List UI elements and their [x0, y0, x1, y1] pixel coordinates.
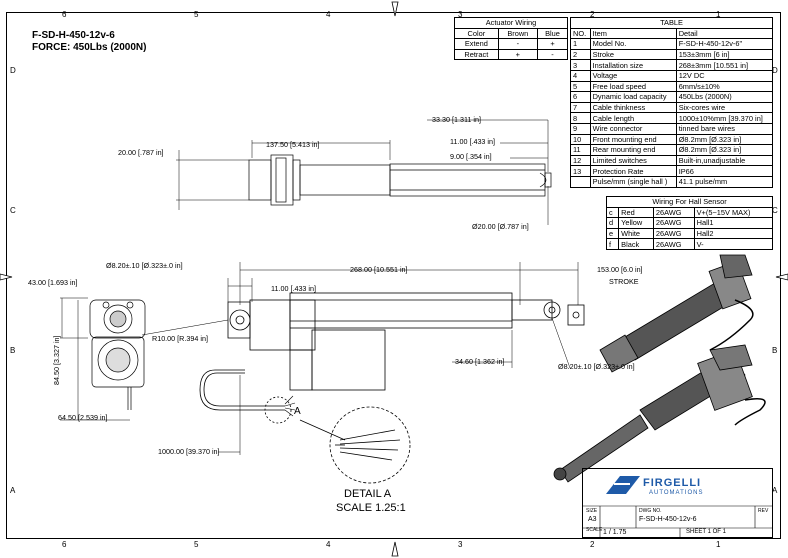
detail-wires	[335, 429, 401, 461]
brand-name: FIRGELLI	[643, 477, 702, 489]
dim-84-50: 84.50 [3.327 in]	[52, 335, 61, 385]
dwg-number: F-SD-H-450-12v-6	[639, 516, 697, 523]
dim-33-30: 33.30 [1.311 in]	[432, 115, 482, 124]
zone-right-d: D	[772, 66, 778, 75]
scale-value: 1 / 1.75	[603, 529, 627, 536]
zone-left-a: A	[10, 486, 16, 495]
dim-1000: 1000.00 [39.370 in]	[158, 447, 220, 456]
stroke-label: STROKE	[609, 277, 639, 286]
zone-bottom-2: 2	[590, 540, 595, 549]
zone-bottom-6: 6	[62, 540, 67, 549]
dim-phi8-left: Ø8.20±.10 [Ø.323±.0 in]	[106, 261, 183, 270]
zone-right-b: B	[772, 346, 778, 355]
detail-title: DETAIL A	[344, 488, 392, 500]
dim-268: 268.00 [10.551 in]	[350, 265, 408, 274]
center-mark-right	[775, 273, 788, 281]
iso-actuator-2	[553, 344, 766, 483]
zone-top-2: 2	[590, 10, 595, 19]
dim-153: 153.00 [6.0 in]	[597, 265, 643, 274]
wiring-cell: +	[497, 48, 538, 61]
zone-bottom-3: 3	[458, 540, 463, 549]
zone-left-d: D	[10, 66, 16, 75]
dim-phi8-right: Ø8.20±.10 [Ø.323±.0 in]	[558, 362, 635, 371]
dim-64-50: 64.50 [2.539 in]	[58, 413, 108, 422]
zone-top-1: 1	[716, 10, 721, 19]
dim-phi20: Ø20.00 [Ø.787 in]	[472, 222, 529, 231]
dim-43: 43.00 [1.693 in]	[28, 278, 78, 287]
dwg-label: DWG NO.	[639, 508, 662, 514]
zone-right-c: C	[772, 206, 778, 215]
title-block: FIRGELLI AUTOMATIONS SIZE A3 DWG NO. F-S…	[582, 468, 773, 538]
dim-137-50: 137.50 [5.413 in]	[266, 140, 320, 149]
brand-sub: AUTOMATIONS	[649, 490, 704, 496]
drawing-header: F-SD-H-450-12v-6 FORCE: 450Lbs (2000N)	[32, 30, 146, 54]
cable-ends	[284, 395, 296, 417]
center-mark-bottom	[391, 541, 399, 557]
title-block-lines	[582, 505, 773, 538]
main-side-view	[199, 292, 585, 411]
scale-label: SCALE	[586, 527, 603, 533]
dim-11-mid: 11.00 [.433 in]	[271, 284, 317, 293]
hall-cell: V-	[693, 238, 774, 250]
zone-top-3: 3	[458, 10, 463, 19]
center-mark-left	[0, 273, 13, 281]
zone-bottom-5: 5	[194, 540, 199, 549]
zone-left-b: B	[10, 346, 16, 355]
detail-callout-circle	[264, 396, 292, 424]
end-view	[89, 299, 146, 410]
top-view	[248, 154, 552, 206]
hall-cell: f	[605, 238, 620, 250]
zone-top-6: 6	[62, 10, 67, 19]
iso-actuator-1	[599, 254, 754, 373]
detail-leader	[299, 419, 346, 441]
dim-11-top: 11.00 [.433 in]	[450, 137, 496, 146]
actuator-wiring-table: Actuator Wiring Color Brown Blue Extend …	[454, 17, 569, 61]
rev-label: REV	[758, 508, 769, 514]
dim-r10: R10.00 [R.394 in]	[152, 334, 208, 343]
zone-bottom-4: 4	[326, 540, 331, 549]
detail-scale: SCALE 1.25:1	[336, 502, 406, 514]
detail-circle	[329, 406, 411, 484]
spec-title: TABLE	[570, 17, 773, 29]
dim-20-00: 20.00 [.787 in]	[118, 148, 164, 157]
size-label: SIZE	[586, 508, 598, 514]
spec-detail: 41.1 pulse/mm	[675, 175, 774, 188]
model-title: F-SD-H-450-12v-6	[32, 30, 115, 41]
wiring-title: Actuator Wiring	[454, 17, 568, 29]
zone-right-a: A	[772, 486, 778, 495]
zone-top-4: 4	[326, 10, 331, 19]
top-view-dims	[176, 119, 549, 225]
force-title: FORCE: 450Lbs (2000N)	[32, 42, 147, 53]
zone-left-c: C	[10, 206, 16, 215]
sheet-value: SHEET 1 OF 1	[686, 529, 726, 535]
zone-top-5: 5	[194, 10, 199, 19]
zone-bottom-1: 1	[716, 540, 721, 549]
detail-callout-label: A	[294, 406, 301, 417]
center-mark-top	[391, 1, 399, 17]
dim-9-00: 9.00 [.354 in]	[450, 152, 492, 161]
main-side-dims	[141, 262, 579, 455]
wiring-cell: -	[536, 48, 569, 61]
size-value: A3	[588, 516, 597, 523]
end-view-dims	[60, 297, 130, 421]
dim-34-60: 34.60 [1.362 in]	[455, 357, 505, 366]
